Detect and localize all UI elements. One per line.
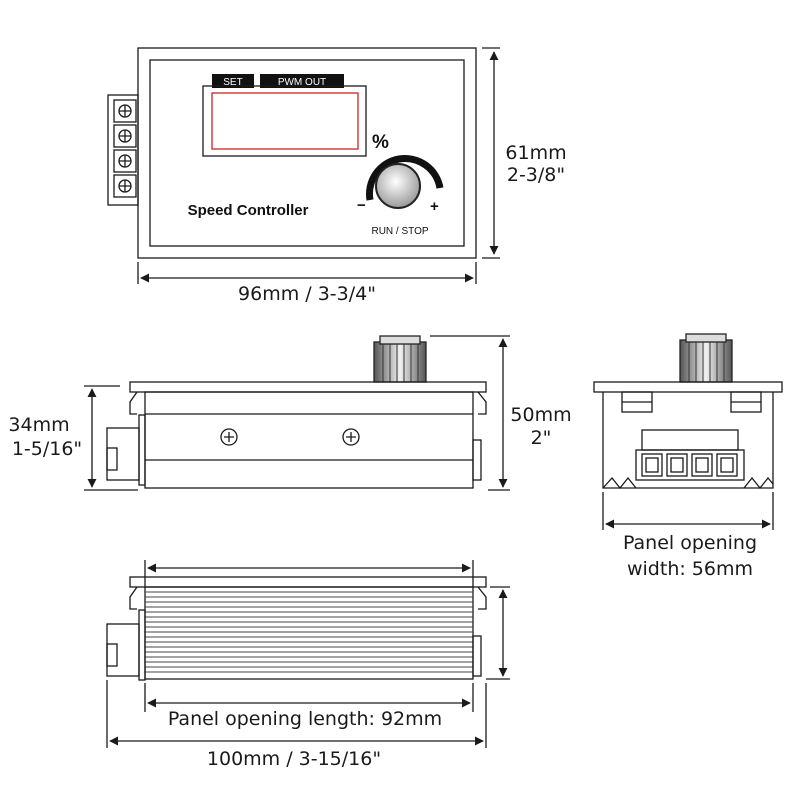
depth-mm-label: 34mm — [8, 414, 69, 436]
panel-width-caption-2: width: 56mm — [627, 558, 753, 580]
side-connector — [106, 427, 140, 481]
side-body — [144, 391, 474, 489]
height-mm-label: 61mm — [505, 142, 566, 164]
terminal-block — [107, 94, 139, 206]
bottom-connector — [106, 623, 140, 677]
knob — [375, 163, 421, 209]
panel-width-caption-1: Panel opening — [623, 532, 757, 554]
display-screen — [211, 92, 359, 150]
end-view: Panel opening width: 56mm — [593, 333, 783, 580]
end-knob — [679, 333, 733, 383]
knob-minus: − — [357, 197, 366, 214]
knob-label: RUN / STOP — [371, 226, 428, 237]
front-body-outer — [137, 47, 477, 259]
heatsink-fins — [145, 591, 473, 673]
total-length-label: 100mm / 3-15/16" — [207, 748, 381, 770]
panel-length-label: Panel opening length: 92mm — [168, 708, 442, 730]
device-title: Speed Controller — [188, 202, 309, 219]
front-view: SET PWM OUT % − + RUN / STOP Speed Contr… — [107, 47, 567, 305]
bottom-view: Panel opening length: 92mm 100mm / 3-15/… — [106, 560, 510, 770]
percent-symbol: % — [372, 132, 389, 153]
screw-icon — [220, 428, 238, 446]
total-height-in-label: 2" — [531, 427, 552, 449]
end-body — [602, 392, 774, 489]
end-terminal-block — [635, 449, 745, 481]
total-height-mm-label: 50mm — [510, 404, 571, 426]
side-knob — [373, 335, 427, 383]
pwm-out-tab-label: PWM OUT — [278, 77, 326, 88]
depth-in-label: 1-5/16" — [12, 438, 82, 460]
knob-plus: + — [430, 198, 439, 215]
side-view: 34mm 1-5/16" 50mm 2" — [8, 335, 572, 491]
width-label: 96mm / 3-3/4" — [238, 283, 376, 305]
set-tab — [212, 74, 254, 88]
height-in-label: 2-3/8" — [507, 164, 565, 186]
screw-icon — [342, 428, 360, 446]
bottom-body — [144, 586, 474, 680]
set-tab-label: SET — [223, 77, 242, 88]
display-bezel — [202, 85, 367, 157]
pwm-out-tab — [260, 74, 344, 88]
knob-arc — [366, 155, 444, 201]
front-panel-inner — [149, 59, 465, 247]
